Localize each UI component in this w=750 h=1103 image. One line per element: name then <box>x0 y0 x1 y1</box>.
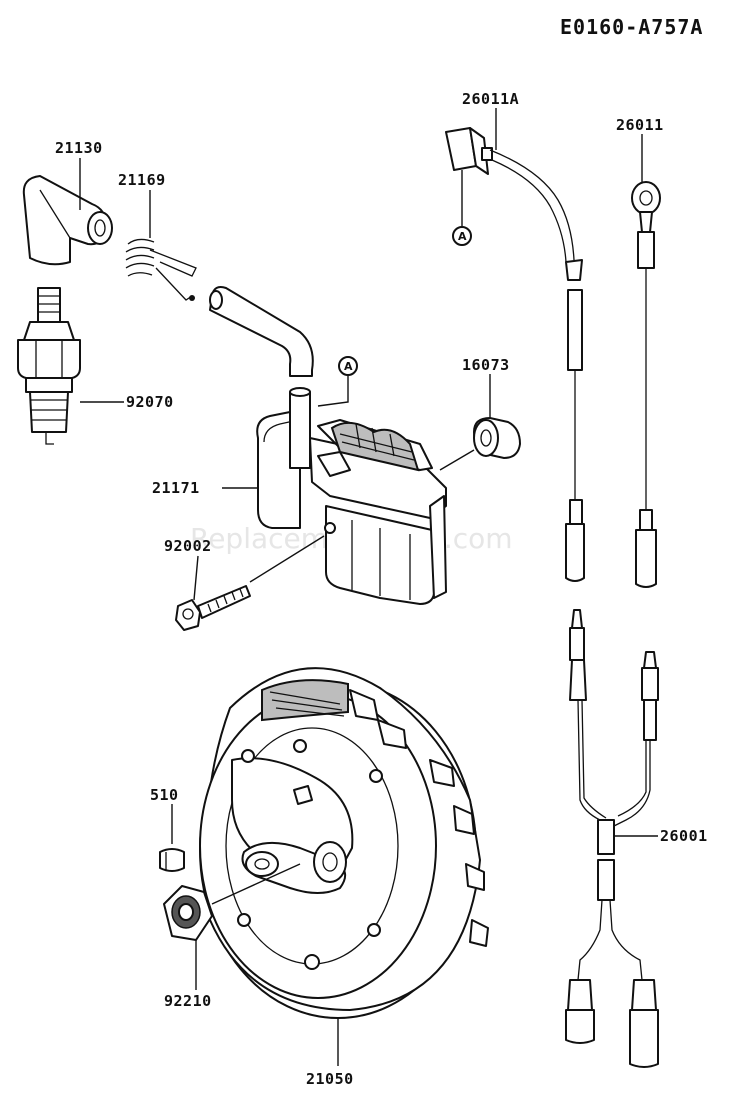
grommet-part <box>473 417 521 459</box>
ht-lead-part <box>209 286 314 377</box>
reference-marker-lead <box>452 226 472 246</box>
reference-marker-lead-label: A <box>458 230 467 243</box>
label-ignition-coil: 21171 <box>152 479 200 497</box>
label-nut: 92210 <box>164 992 212 1010</box>
key-part <box>159 848 185 872</box>
lead-a-part <box>445 127 585 582</box>
nut-part <box>163 885 213 941</box>
label-grommet: 16073 <box>462 356 510 374</box>
label-spark-plug: 92070 <box>126 393 174 411</box>
reference-marker-coil-label: A <box>344 360 353 373</box>
label-harness: 26001 <box>660 827 708 845</box>
label-bolt: 92002 <box>164 537 212 555</box>
lead-part <box>631 181 661 588</box>
spark-plug-part <box>17 287 81 445</box>
diagram-code: E0160-A757A <box>560 15 703 39</box>
plug-cap-part <box>22 175 113 266</box>
spring-part <box>125 238 197 301</box>
bolt-part <box>175 585 251 631</box>
flywheel-part <box>199 667 489 1019</box>
label-key: 510 <box>150 786 179 804</box>
label-spring: 21169 <box>118 171 166 189</box>
reference-marker-coil <box>338 356 358 376</box>
label-flywheel: 21050 <box>306 1070 354 1088</box>
label-lead: 26011 <box>616 116 664 134</box>
ignition-coil-part <box>256 387 447 605</box>
harness-part <box>565 609 659 1068</box>
label-lead-a: 26011A <box>462 90 519 108</box>
label-plug-cap: 21130 <box>55 139 103 157</box>
